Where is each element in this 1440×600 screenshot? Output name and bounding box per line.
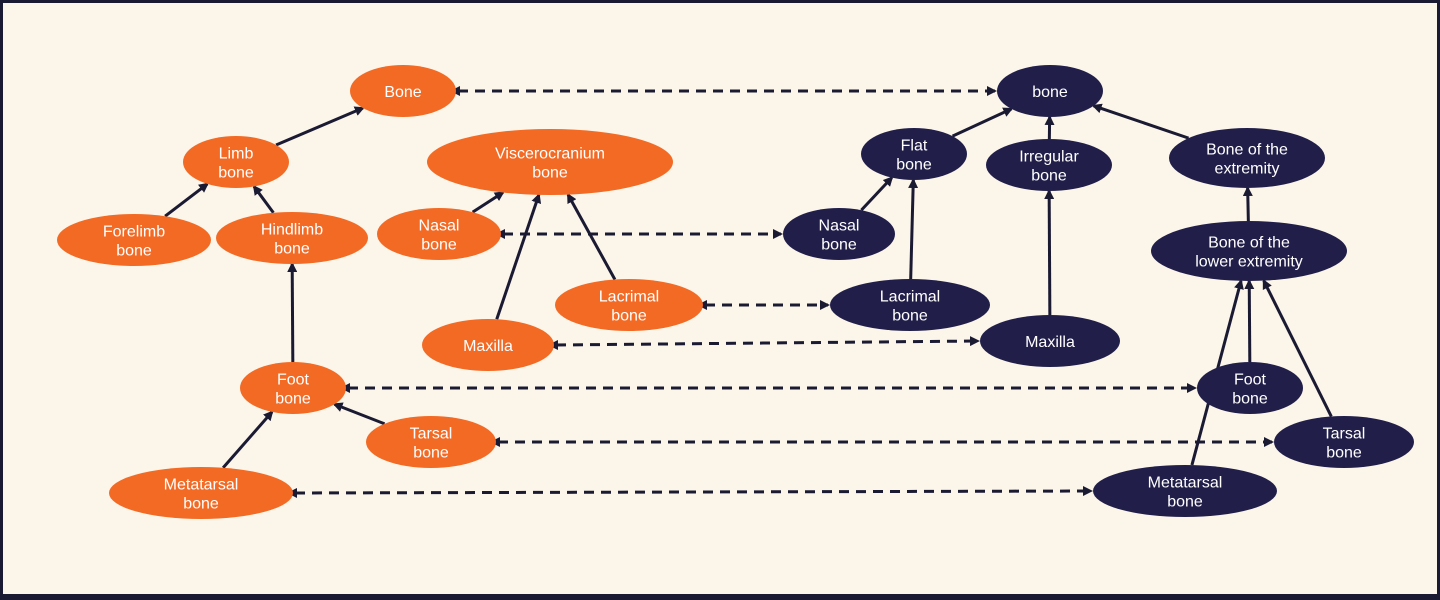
node-label: bone [183,496,219,513]
node-r-maxilla[interactable]: Maxilla [980,315,1120,367]
node-label: extremity [1215,161,1280,178]
node-l-maxilla[interactable]: Maxilla [422,319,554,371]
node-r-extremity[interactable]: Bone of the extremity [1169,128,1325,188]
node-r-lacrimal[interactable]: Lacrimal bone [830,279,990,331]
node-label: Irregular [1019,149,1079,166]
node-label: bone [116,243,152,260]
node-r-lower[interactable]: Bone of the lower extremity [1151,221,1347,281]
is-a-edge-R_extremity-R_bone [1094,106,1189,138]
node-label: bone [274,241,310,258]
node-label: bone [413,445,449,462]
node-l-limb[interactable]: Limb bone [183,136,289,188]
node-label: Viscerocranium [495,146,605,163]
is-a-edge-L_tarsal-L_foot [334,404,384,424]
is-a-edge-L_hindlimb-L_limb [254,186,273,212]
is-a-edge-L_nasal-L_viscero [473,192,503,212]
node-label: Flat [901,138,928,155]
node-label: bone [821,237,857,254]
node-label: Bone [384,84,421,101]
node-label: Lacrimal [880,289,940,306]
node-label: Hindlimb [261,222,323,239]
node-label: Nasal [419,218,460,235]
node-label: lower extremity [1195,254,1303,271]
is-a-edge-R_maxilla-R_irregular [1049,191,1050,315]
is-a-edge-L_foot-L_hindlimb [292,264,293,362]
is-a-edge-L_metatarsal-L_foot [223,412,272,468]
node-r-irregular[interactable]: Irregular bone [986,139,1112,191]
node-label: Foot [277,372,310,389]
is-a-edge-L_limb-L_bone [276,108,363,145]
node-label: Metatarsal [164,477,239,494]
node-label: bone [1326,445,1362,462]
node-label: Tarsal [1323,426,1366,443]
node-l-lacrimal[interactable]: Lacrimal bone [555,279,703,331]
nodes-layer: BoneLimbboneForelimbboneHindlimbboneVisc… [57,65,1414,519]
node-label: bone [896,157,932,174]
is-a-edge-R_lower-R_extremity [1248,188,1249,221]
is-a-edge-R_lacrimal-R_flat [911,180,914,279]
node-r-foot[interactable]: Foot bone [1197,362,1303,414]
node-r-tarsal[interactable]: Tarsal bone [1274,416,1414,468]
is-a-edge-L_maxilla-L_viscero [497,195,539,319]
node-label: bone [421,237,457,254]
node-l-nasal[interactable]: Nasal bone [377,208,501,260]
node-label: bone [611,308,647,325]
node-label: Maxilla [463,338,513,355]
is-a-edge-L_lacrimal-L_viscero [568,195,615,280]
edges-layer [165,91,1331,493]
is-a-edge-L_forelimb-L_limb [165,184,207,216]
node-label: bone [275,391,311,408]
node-label: Bone of the [1208,235,1290,252]
is-a-edge-R_flat-R_bone [953,109,1012,136]
node-label: bone [892,308,928,325]
node-l-hindlimb[interactable]: Hindlimb bone [216,212,368,264]
node-r-metatarsal[interactable]: Metatarsal bone [1093,465,1277,517]
node-label: Bone of the [1206,142,1288,159]
node-label: bone [1031,168,1067,185]
node-label: Lacrimal [599,289,659,306]
is-a-edge-R_foot-R_lower [1249,281,1250,362]
node-label: Metatarsal [1148,475,1223,492]
ontology-mapping-diagram: BoneLimbboneForelimbboneHindlimbboneVisc… [3,3,1440,600]
node-l-bone[interactable]: Bone [350,65,456,117]
node-label: Maxilla [1025,334,1075,351]
node-label: bone [218,165,254,182]
mapping-edge-L_metatarsal-R_metatarsal [295,491,1091,493]
node-label: Foot [1234,372,1267,389]
node-label: bone [1032,84,1068,101]
node-label: Tarsal [410,426,453,443]
node-label: bone [1167,494,1203,511]
node-label: Forelimb [103,224,165,241]
node-label: Limb [219,146,254,163]
is-a-edge-R_nasal-R_flat [861,178,892,211]
node-label: Nasal [819,218,860,235]
node-l-foot[interactable]: Foot bone [240,362,346,414]
mapping-edge-L_maxilla-R_maxilla [556,341,978,345]
node-r-bone[interactable]: bone [997,65,1103,117]
node-l-forelimb[interactable]: Forelimb bone [57,214,211,266]
node-l-viscero[interactable]: Viscerocranium bone [427,129,673,195]
node-r-nasal[interactable]: Nasal bone [783,208,895,260]
node-l-metatarsal[interactable]: Metatarsal bone [109,467,293,519]
node-label: bone [532,165,568,182]
node-label: bone [1232,391,1268,408]
node-l-tarsal[interactable]: Tarsal bone [366,416,496,468]
node-r-flat[interactable]: Flat bone [861,128,967,180]
